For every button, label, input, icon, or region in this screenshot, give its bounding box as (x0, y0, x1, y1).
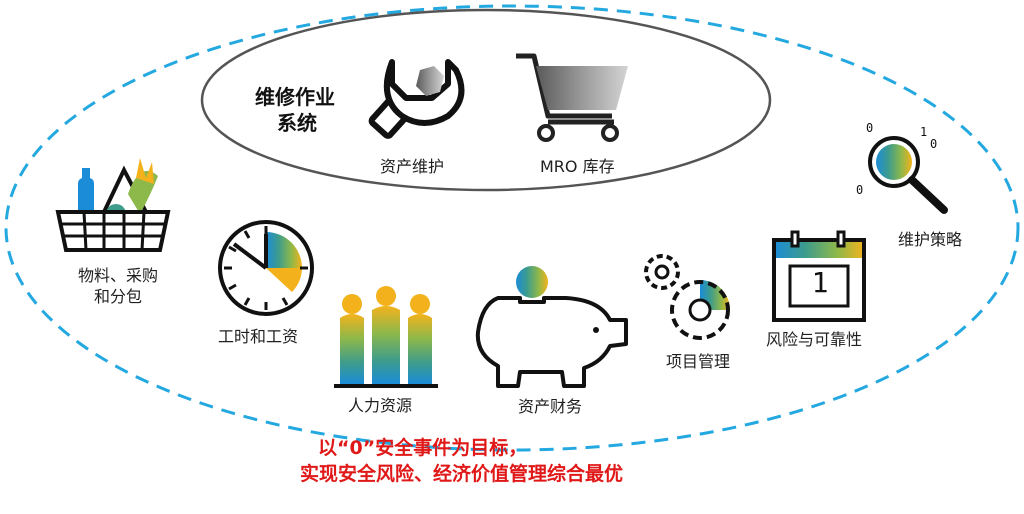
label-materials-line1: 物料、采购 (78, 266, 159, 285)
svg-text:1: 1 (920, 125, 927, 139)
system-title: 维修作业 系统 (255, 84, 335, 136)
label-human-resources: 人力资源 (348, 396, 413, 415)
basket-icon (55, 158, 171, 252)
wrench-icon (368, 59, 465, 139)
magnifier-icon: 0 1 0 0 (856, 121, 948, 214)
system-title-line2: 系统 (277, 111, 317, 135)
calendar-icon (772, 230, 866, 322)
goal-statement: 以“0”安全事件为目标， 实现安全风险、经济价值管理综合最优 (300, 436, 623, 487)
gears-icon (644, 254, 730, 340)
label-mro-inventory: MRO 库存 (540, 157, 615, 176)
label-materials: 物料、采购 和分包 (78, 266, 158, 308)
shopping-cart-icon (516, 53, 628, 142)
inner-system-ellipse (200, 8, 772, 192)
calendar-digit: 1 (811, 266, 829, 299)
label-materials-line2: 和分包 (94, 286, 143, 306)
label-project-management: 项目管理 (666, 352, 731, 371)
people-icon (334, 286, 438, 388)
outer-scope-ellipse (4, 4, 1020, 452)
goal-line2: 实现安全风险、经济价值管理综合最优 (300, 462, 624, 485)
label-maintenance-strategy: 维护策略 (898, 230, 963, 249)
goal-line1: 以“0”安全事件为目标， (318, 437, 528, 459)
label-labor-time: 工时和工资 (218, 327, 299, 346)
system-title-line1: 维修作业 (255, 85, 335, 109)
label-asset-maintenance: 资产维护 (380, 157, 445, 176)
svg-text:0: 0 (930, 137, 937, 151)
svg-text:0: 0 (856, 183, 863, 197)
label-risk-reliability: 风险与可靠性 (766, 330, 863, 349)
clock-icon (218, 220, 314, 316)
piggy-bank-icon (475, 266, 628, 388)
label-asset-finance: 资产财务 (518, 397, 583, 416)
svg-text:0: 0 (866, 121, 873, 135)
